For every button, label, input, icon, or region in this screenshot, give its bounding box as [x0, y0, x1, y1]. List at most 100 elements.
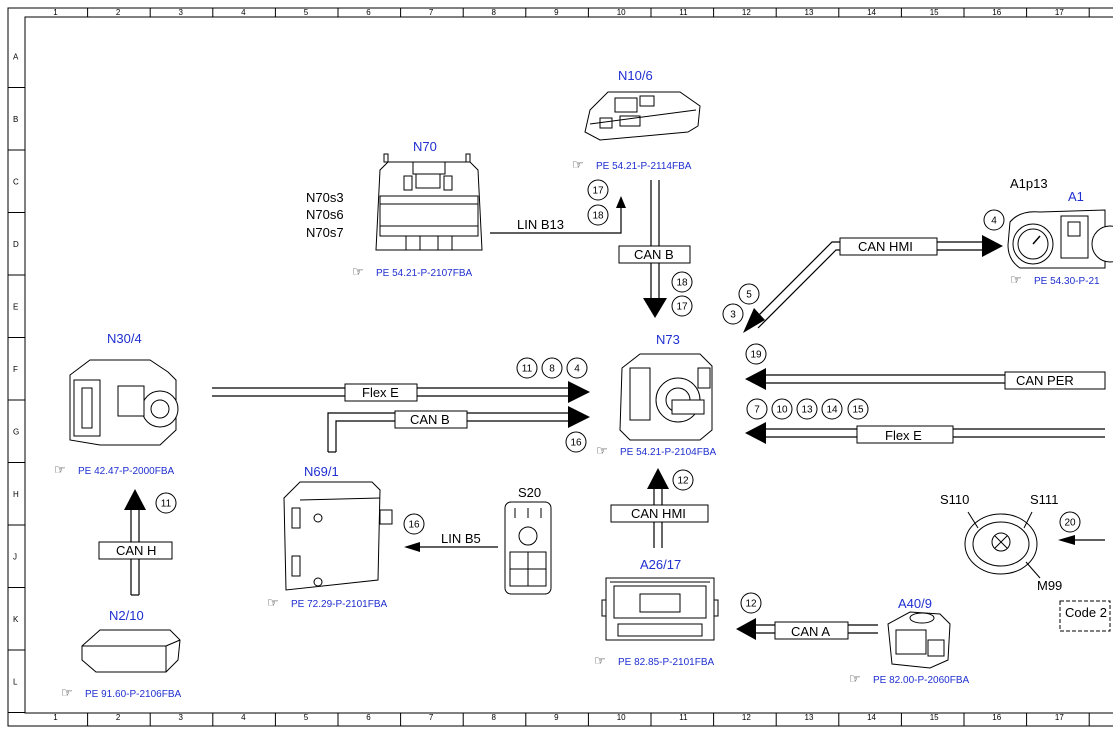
callout-number: 18	[676, 278, 688, 289]
grid-row-label: H	[13, 490, 19, 499]
ref-n73[interactable]: ☞ PE 54.21-P-2104FBA	[596, 443, 716, 458]
can-per-bus: CAN PER	[745, 368, 1106, 390]
can-a-label: CAN A	[791, 624, 830, 639]
label-a26-17: A26/17	[640, 557, 681, 572]
callout-circle	[541, 357, 563, 379]
label-a1: A1	[1068, 189, 1084, 204]
grid-column-label: 11	[679, 8, 688, 17]
ref-a1-text: PE 54.30-P-21	[1034, 276, 1100, 287]
callout-circle	[566, 357, 588, 379]
a1-instrument-cluster	[1007, 209, 1113, 269]
callout-circle	[745, 343, 767, 365]
n2-10-module	[81, 629, 181, 673]
grid-row-label: G	[13, 427, 19, 436]
pointing-hand-icon: ☞	[61, 685, 73, 700]
callout-number: 4	[991, 216, 997, 227]
pointing-hand-icon: ☞	[596, 443, 608, 458]
ref-n10-6-text: PE 54.21-P-2114FBA	[596, 161, 692, 172]
grid-column-label: 12	[742, 713, 751, 722]
grid-column-label: 11	[679, 713, 688, 722]
lin-b5-label: LIN B5	[441, 531, 481, 546]
ref-n30-4[interactable]: ☞ PE 42.47-P-2000FBA	[54, 462, 174, 477]
grid-column-label: 2	[116, 713, 121, 722]
grid-column-label: 17	[1055, 8, 1064, 17]
callout-number: 7	[754, 405, 760, 416]
ref-a40-9-text: PE 82.00-P-2060FBA	[873, 675, 969, 686]
lin-b5-line: LIN B5	[404, 531, 498, 552]
callout-number: 14	[826, 405, 838, 416]
n30-4-esp-unit	[69, 359, 179, 446]
grid-column-label: 14	[867, 713, 876, 722]
grid-column-label: 6	[366, 8, 371, 17]
n73-ignition-switch	[619, 353, 713, 441]
grid-column-label: 5	[304, 713, 309, 722]
callout-number: 16	[408, 520, 420, 531]
callout-number: 20	[1064, 518, 1076, 529]
ref-n2-10[interactable]: ☞ PE 91.60-P-2106FBA	[61, 685, 181, 700]
ref-n10-6[interactable]: ☞ PE 54.21-P-2114FBA	[572, 157, 692, 172]
callout-circle	[155, 492, 177, 514]
outer-frame	[7, 7, 1113, 727]
label-a40-9: A40/9	[898, 596, 932, 611]
callout-circle	[587, 179, 609, 201]
callout-circle	[671, 271, 693, 293]
can-h-label: CAN H	[116, 543, 156, 558]
grid-column-label: 16	[992, 713, 1001, 722]
callout-number: 12	[677, 476, 689, 487]
can-b-vertical-bus: CAN B	[618, 180, 691, 318]
n69-1-module	[283, 481, 393, 591]
callout-circle	[403, 513, 425, 535]
label-s20: S20	[518, 485, 541, 500]
n70-overhead-panel	[375, 153, 483, 251]
ref-a40-9[interactable]: ☞ PE 82.00-P-2060FBA	[849, 671, 969, 686]
grid-column-label: 8	[492, 8, 497, 17]
ref-a26-17-text: PE 82.85-P-2101FBA	[618, 657, 714, 668]
grid-column-label: 4	[241, 713, 246, 722]
label-n10-6: N10/6	[618, 68, 653, 83]
callout-circle	[722, 303, 744, 325]
label-n70s7: N70s7	[306, 225, 344, 240]
ref-n69-1[interactable]: ☞ PE 72.29-P-2101FBA	[267, 595, 387, 610]
callout-number: 15	[852, 405, 864, 416]
grid-row-label: J	[13, 552, 17, 561]
label-n70s3: N70s3	[306, 190, 344, 205]
grid-column-label: 7	[429, 8, 434, 17]
pointing-hand-icon: ☞	[572, 157, 584, 172]
callout-circle	[565, 431, 587, 453]
grid-column-label: 8	[492, 713, 497, 722]
grid-column-label: 9	[554, 8, 559, 17]
callout-circle	[821, 398, 843, 420]
label-n2-10: N2/10	[109, 608, 144, 623]
ref-a26-17[interactable]: ☞ PE 82.85-P-2101FBA	[594, 653, 714, 668]
flex-e-right-label: Flex E	[885, 428, 922, 443]
grid-row-label: B	[13, 115, 18, 124]
code-box-label: Code 2	[1065, 605, 1107, 620]
grid-column-label: 4	[241, 8, 246, 17]
grid-row-label: L	[13, 677, 18, 686]
label-n69-1: N69/1	[304, 464, 339, 479]
callout-circle	[587, 204, 609, 226]
grid-column-label: 6	[366, 713, 371, 722]
grid-column-label: 14	[867, 8, 876, 17]
ref-a1[interactable]: ☞ PE 54.30-P-21	[1010, 272, 1100, 287]
callout-circle	[738, 283, 760, 305]
ref-n70[interactable]: ☞ PE 54.21-P-2107FBA	[352, 264, 472, 279]
grid-row-label: A	[13, 52, 19, 61]
can-a-bus: CAN A	[736, 618, 878, 640]
n10-6-module	[584, 91, 701, 141]
callout-number: 11	[161, 499, 172, 510]
ref-n73-text: PE 54.21-P-2104FBA	[620, 447, 716, 458]
grid-row-label: E	[13, 302, 18, 311]
can-hmi-bottom-bus: CAN HMI	[610, 468, 709, 548]
callout-number: 3	[730, 310, 736, 321]
can-hmi-bottom-label: CAN HMI	[631, 506, 686, 521]
callout-number: 16	[570, 438, 582, 449]
callout-number: 19	[750, 350, 762, 361]
s20-switch	[504, 501, 552, 595]
callout-number: 18	[592, 211, 604, 222]
